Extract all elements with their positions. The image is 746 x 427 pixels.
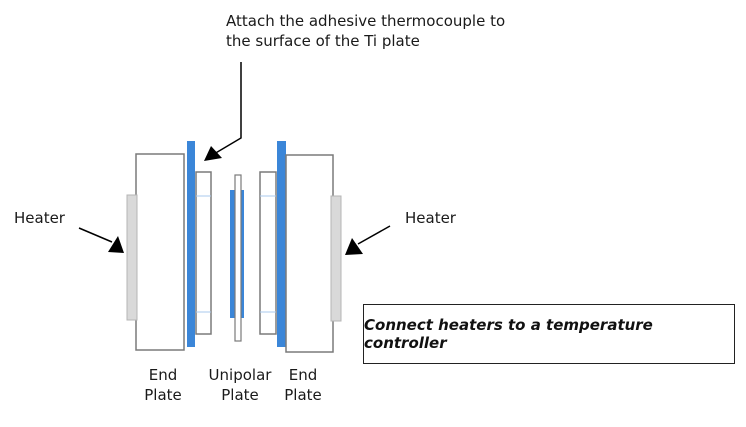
heater-left: [126, 194, 138, 321]
thermocouple-annotation-line2: the surface of the Ti plate: [226, 32, 420, 50]
end-plate-left-label-line2: Plate: [144, 386, 182, 404]
thermocouple-arrowhead: [204, 146, 222, 161]
end-plate-right: [285, 154, 334, 353]
unipolar-plate-label-line1: Unipolar: [208, 366, 272, 384]
ti-plate-left: [187, 141, 195, 347]
current-collector-left: [195, 171, 212, 335]
ti-plate-right: [277, 141, 286, 347]
controller-note-text: Connect heaters to a temperature control…: [364, 316, 653, 352]
unipolar-plate-label: Unipolar Plate: [190, 365, 290, 405]
end-plate-right-label-line2: Plate: [284, 386, 322, 404]
current-collector-right: [259, 171, 277, 335]
heater-left-label: Heater: [14, 209, 65, 227]
end-plate-left-label: End Plate: [135, 365, 191, 405]
unipolar-plate: [234, 174, 242, 342]
thermocouple-leader-line: [213, 62, 242, 155]
heater-right: [330, 195, 342, 322]
heater-right-arrowhead: [345, 238, 363, 255]
heater-right-leader-line: [357, 225, 391, 245]
end-plate-left: [135, 153, 185, 351]
heater-right-label: Heater: [405, 209, 456, 227]
heater-left-leader-line: [78, 227, 113, 243]
controller-note-box: Connect heaters to a temperature control…: [363, 304, 735, 364]
thermocouple-annotation: Attach the adhesive thermocouple to the …: [226, 11, 505, 51]
thermocouple-annotation-line1: Attach the adhesive thermocouple to: [226, 12, 506, 30]
end-plate-right-label: End Plate: [275, 365, 331, 405]
end-plate-left-label-line1: End: [148, 366, 178, 384]
unipolar-plate-label-line2: Plate: [221, 386, 259, 404]
heater-left-arrowhead: [108, 236, 124, 253]
end-plate-right-label-line1: End: [288, 366, 318, 384]
